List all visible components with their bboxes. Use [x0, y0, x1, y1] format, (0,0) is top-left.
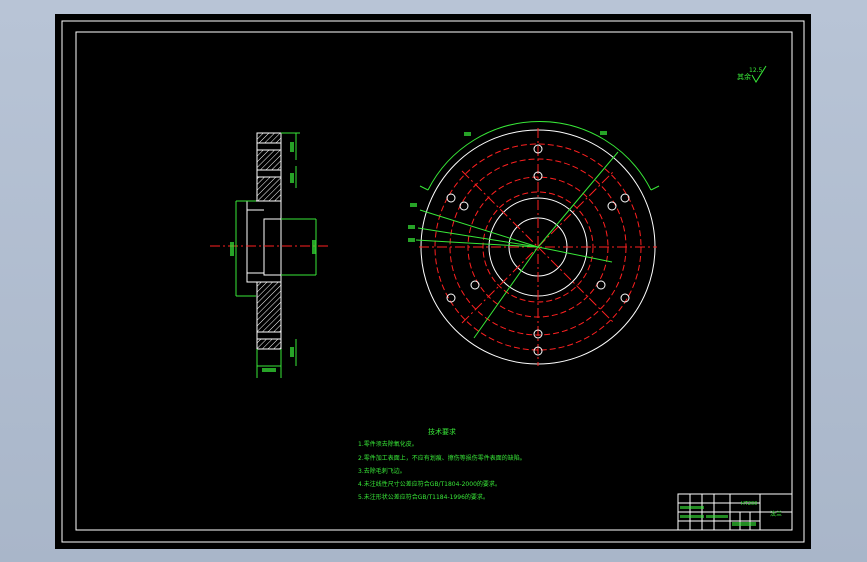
leader-line-4 — [537, 151, 619, 248]
leader-line-3 — [415, 239, 539, 248]
bolt-hole — [470, 280, 480, 290]
front-view — [408, 121, 660, 366]
bolt-hole — [620, 293, 630, 303]
check-mark-icon — [751, 65, 767, 83]
leader-line-2 — [417, 227, 539, 248]
section-view — [210, 132, 330, 378]
requirements-title: 技术要求 — [428, 427, 456, 436]
bolt-holes — [446, 144, 630, 356]
bolt-hole-top — [256, 142, 282, 151]
bolt-hole — [533, 144, 543, 154]
hatch-bottom-1 — [256, 281, 282, 333]
hatch-top-2 — [256, 149, 282, 171]
leader-line-5 — [473, 246, 539, 339]
hatch-top-3 — [256, 176, 282, 202]
title-block: HT200 法兰 — [677, 493, 793, 531]
bolt-hole — [533, 329, 543, 339]
material-text: HT200 — [741, 501, 757, 507]
dim-arc — [427, 121, 652, 191]
roughness-value: 12.5 — [749, 67, 763, 74]
bolt-hole — [620, 193, 630, 203]
hatch-bottom-2 — [256, 338, 282, 350]
hub-bore — [263, 218, 282, 276]
roughness-symbol: 其余 12.5 — [737, 65, 767, 83]
bolt-hole-top-2 — [256, 169, 282, 178]
bolt-hole — [596, 280, 606, 290]
bolt-hole-bottom — [256, 331, 282, 340]
inner-border — [75, 31, 793, 531]
requirement-item: 2.零件加工表面上，不应有划痕、擦伤等损伤零件表面的缺陷。 — [358, 454, 526, 462]
requirement-item: 5.未注形状公差应符合GB/T1184-1996的要求。 — [358, 493, 489, 501]
bolt-hole — [446, 293, 456, 303]
hatch-top-1 — [256, 132, 282, 144]
sheet-background — [55, 14, 811, 549]
part-name-text: 法兰 — [770, 510, 782, 518]
bolt-hole — [533, 346, 543, 356]
bolt-hole — [459, 201, 469, 211]
requirement-item: 1.零件须去除氧化皮。 — [358, 440, 418, 448]
requirement-item: 4.未注线性尺寸公差应符合GB/T1804-2000的要求。 — [358, 480, 501, 488]
leader-line-1 — [419, 209, 539, 248]
bolt-hole — [607, 201, 617, 211]
bolt-hole — [446, 193, 456, 203]
roughness-note: 其余 — [737, 72, 751, 81]
outer-border — [61, 20, 805, 543]
bolt-hole — [533, 171, 543, 181]
technical-requirements: 技术要求 1.零件须去除氧化皮。 2.零件加工表面上，不应有划痕、擦伤等损伤零件… — [358, 427, 526, 501]
requirement-item: 3.去除毛刺飞边。 — [358, 467, 406, 475]
